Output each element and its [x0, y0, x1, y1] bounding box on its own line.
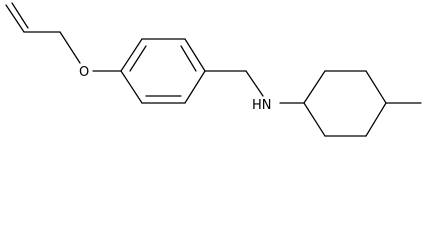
allyl-bond-3 — [59, 31, 81, 64]
ring-bond-6 — [120, 70, 143, 104]
ring-double-bond-a — [129, 45, 147, 72]
ring-bond-3 — [184, 38, 206, 72]
cyclohexane-bond-6 — [303, 102, 326, 137]
structure-drawing: O HN — [5, 2, 422, 137]
ring-double-bond-b — [180, 45, 197, 72]
terminal-double-bond-1 — [5, 4, 25, 33]
ring-bond-4 — [184, 70, 206, 104]
molecule-diagram: O HN — [5, 2, 422, 137]
oxygen-label: O — [79, 65, 89, 80]
terminal-double-bond-2 — [11, 2, 29, 29]
cyclohexane-ring — [303, 70, 387, 137]
ring-bond-1 — [120, 38, 143, 72]
cyclohexane-bond-1 — [303, 70, 326, 104]
amine-atom: HN — [252, 98, 272, 113]
cyclohexane-bond-3 — [365, 70, 387, 104]
allyl-group — [5, 2, 81, 64]
amine-label: HN — [252, 98, 272, 113]
cyclohexane-bond-4 — [365, 102, 387, 137]
benzene-ring — [120, 38, 206, 104]
oxygen-atom: O — [79, 65, 89, 80]
ch2-n-bond — [245, 70, 264, 97]
